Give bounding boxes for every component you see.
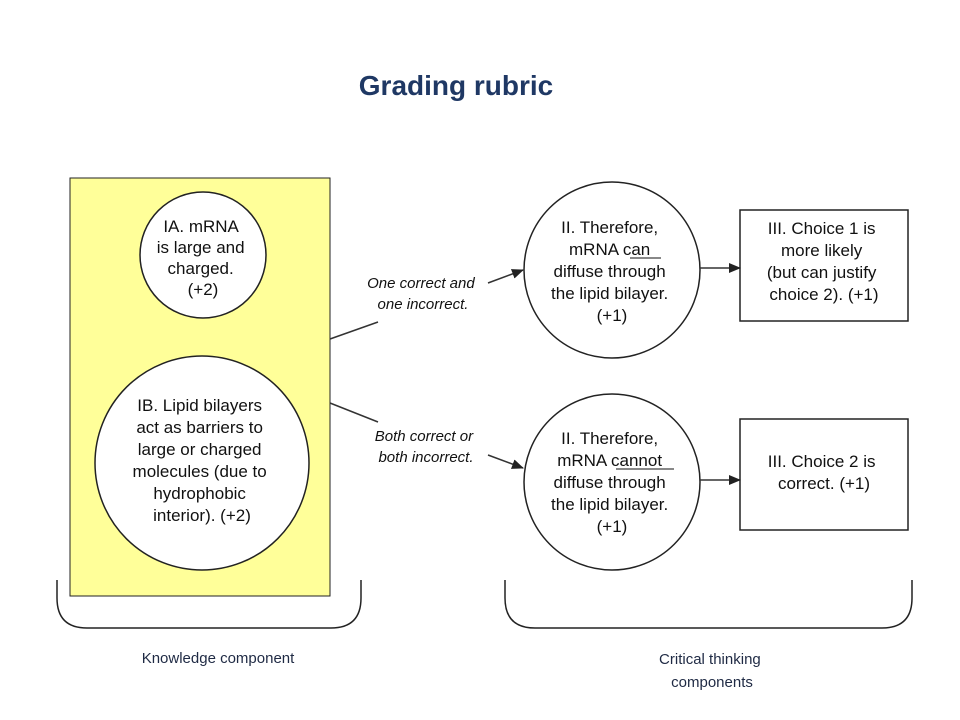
edge-label-same: Both correct or both incorrect.	[375, 428, 478, 466]
node-ii-can	[523, 181, 701, 359]
page-title: Grading rubric	[358, 70, 554, 101]
arrow-to-ii-can	[487, 269, 524, 284]
edge-line-mixed	[329, 321, 379, 340]
node-ib	[94, 355, 310, 571]
node-ii-cannot-text: II. Therefore, mRNA cannot diffuse throu…	[551, 429, 673, 536]
node-iii-choice2	[739, 418, 909, 531]
node-ii-cannot	[523, 393, 701, 571]
node-ia-text: IA. mRNA is large and charged. (+2)	[157, 217, 250, 299]
arrow-to-ii-cannot	[487, 454, 524, 469]
edge-label-mixed: One correct and one incorrect.	[367, 275, 479, 313]
node-ib-text: IB. Lipid bilayers act as barriers to la…	[133, 396, 272, 525]
node-iii-choice1-text: III. Choice 1 is more likely (but can ju…	[767, 219, 881, 304]
node-iii-choice1	[739, 209, 909, 322]
group-label-knowledge: Knowledge component	[142, 650, 295, 667]
node-ii-can-text: II. Therefore, mRNA can diffuse through …	[551, 218, 673, 325]
critical-brace	[504, 580, 913, 629]
group-label-critical: Critical thinking components	[659, 651, 765, 691]
edge-line-same	[329, 402, 379, 423]
knowledge-brace	[56, 580, 362, 629]
node-ia	[139, 191, 267, 319]
node-iii-choice2-text: III. Choice 2 is correct. (+1)	[768, 452, 880, 493]
